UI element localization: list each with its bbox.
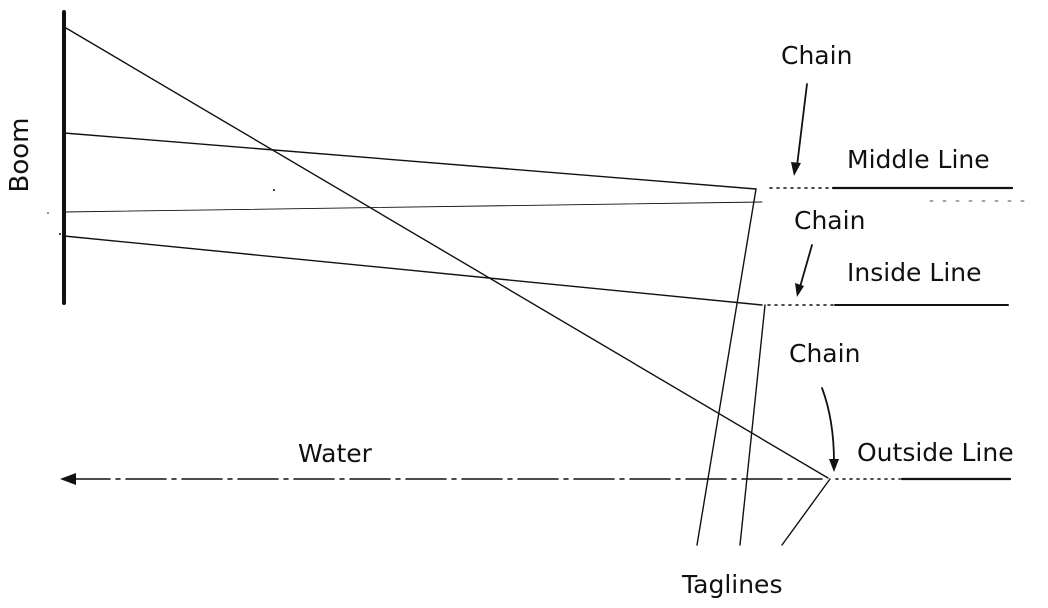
chain-3-arrowhead <box>829 459 839 472</box>
speck <box>59 233 61 235</box>
middle-line-label: Middle Line <box>847 145 990 174</box>
boom-to-middle-line <box>63 132 757 190</box>
chain-1-arrow-shaft <box>796 83 808 167</box>
boom-to-inside-line <box>63 235 763 306</box>
speck <box>47 212 49 214</box>
outside-line-label: Outside Line <box>857 438 1014 467</box>
chain-2-arrowhead <box>795 283 804 297</box>
tagline-3 <box>781 478 831 546</box>
boom-label: Boom <box>5 117 35 193</box>
chain-1-arrowhead <box>791 162 801 176</box>
chain-label-outside: Chain <box>789 339 861 368</box>
boom-reference-line <box>63 201 763 213</box>
chain-3-arrow-shaft <box>821 387 835 463</box>
diagonal-line <box>65 27 829 479</box>
taglines-label: Taglines <box>682 570 783 599</box>
tagline-2 <box>739 304 766 546</box>
water-label: Water <box>298 439 372 468</box>
chain-2-arrow-shaft <box>799 244 813 288</box>
tagline-1 <box>696 188 757 546</box>
chain-label-middle: Chain <box>781 41 853 70</box>
speck <box>273 189 275 191</box>
inside-line-label: Inside Line <box>847 258 982 287</box>
water-arrowhead <box>60 473 76 485</box>
chain-label-inside: Chain <box>794 206 866 235</box>
